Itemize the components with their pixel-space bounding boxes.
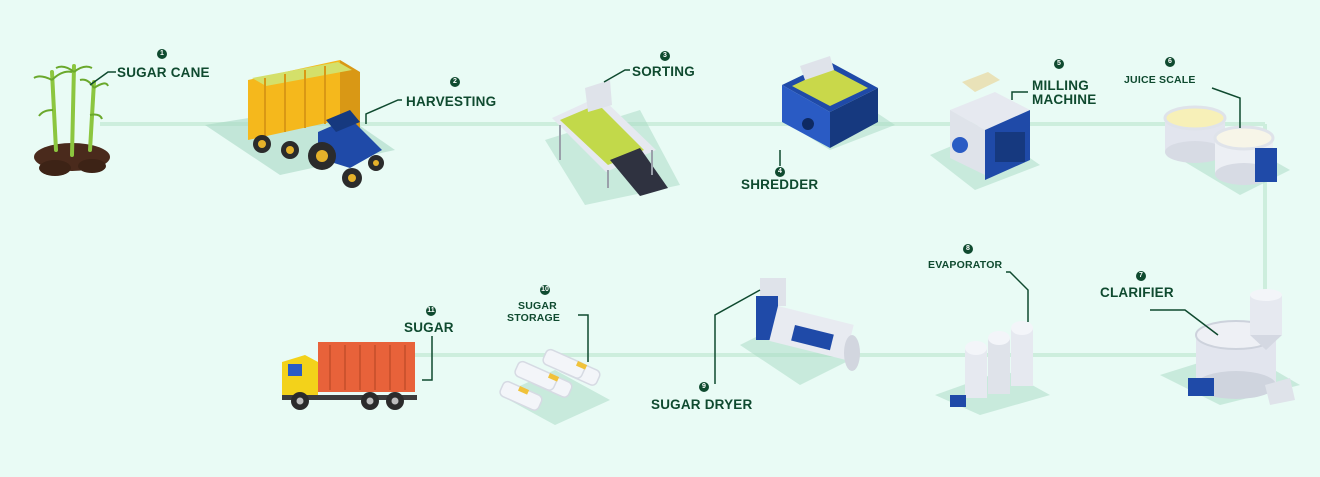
sugar-sacks-icon <box>499 348 610 425</box>
step-10-badge: 10 <box>540 285 550 295</box>
step-5-badge: 5 <box>1054 59 1064 69</box>
step-3-badge: 3 <box>660 51 670 61</box>
step-4-badge: 4 <box>775 167 785 177</box>
milling-machine-icon <box>930 72 1040 190</box>
step-6-badge: 6 <box>1165 57 1175 67</box>
step-3-label: SORTING <box>632 64 695 79</box>
step-4-label: SHREDDER <box>741 177 819 192</box>
step-5-label-line1: MILLING <box>1032 78 1089 93</box>
step-2-badge: 2 <box>450 77 460 87</box>
juice-tanks-icon <box>1163 105 1290 195</box>
clarifier-tank-icon <box>1160 289 1300 405</box>
evaporator-columns-icon <box>935 321 1050 415</box>
sugar-dryer-icon <box>740 278 860 385</box>
step-8-badge: 8 <box>963 244 973 254</box>
delivery-truck-icon <box>282 342 417 410</box>
step-7-badge: 7 <box>1136 271 1146 281</box>
step-8-label: EVAPORATOR <box>928 259 1003 271</box>
step-9-label: SUGAR DRYER <box>651 397 753 412</box>
step-1-label: SUGAR CANE <box>117 65 210 80</box>
step-2-label: HARVESTING <box>406 94 497 109</box>
leader-lines <box>89 69 1241 384</box>
step-10-label-line2: STORAGE <box>507 312 561 324</box>
step-10-label-line1: SUGAR <box>518 300 557 312</box>
step-11-label: SUGAR <box>404 320 454 335</box>
step-7-label: CLARIFIER <box>1100 285 1174 300</box>
step-11-badge: 11 <box>426 306 436 316</box>
sugarcane-plant-icon <box>33 64 110 176</box>
shredder-machine-icon <box>782 56 895 150</box>
step-6-label: JUICE SCALE <box>1124 74 1196 86</box>
step-5-label-line2: MACHINE <box>1032 92 1097 107</box>
tractor-trailer-icon <box>205 60 395 188</box>
step-1-badge: 1 <box>157 49 167 59</box>
sorting-conveyor-icon <box>545 80 680 205</box>
step-9-badge: 9 <box>699 382 709 392</box>
